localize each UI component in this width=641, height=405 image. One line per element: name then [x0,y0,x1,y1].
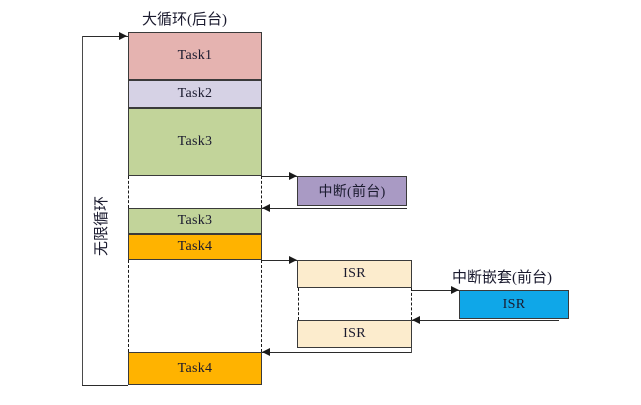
isr-return-connector [411,348,412,353]
task-column-right-dash-1 [261,176,262,208]
arrow-head-from-nested-isr [412,315,420,324]
loop-bracket-vertical-line [82,36,83,385]
arrow-line-to-interrupt [262,176,307,177]
interrupt-block: 中断(前台) [297,176,407,206]
nested-interrupt-label: 中断嵌套(前台) [452,270,552,286]
arrow-head-to-isr [289,255,297,264]
task-block-task4-second: Task4 [128,352,262,385]
arrow-head-to-nested-isr [451,285,459,294]
arrow-line-from-nested-isr [412,320,559,321]
task-column-left-dash-2 [128,260,129,352]
isr-block-first: ISR [297,260,412,288]
task-column-right-dash-2 [261,260,262,352]
task-block-task1: Task1 [128,32,262,80]
isr-column-right-dash [411,288,412,320]
arrow-head-from-interrupt [262,203,270,212]
loop-arrow-into-tasks [119,31,127,40]
arrow-line-to-isr [262,260,307,261]
task-block-task4-first: Task4 [128,234,262,260]
isr-block-second: ISR [297,320,412,348]
task-block-task3-first: Task3 [128,108,262,176]
arrow-line-to-nested-isr [412,290,459,291]
nested-isr-block: ISR [459,290,569,319]
page-title: 大循环(后台) [142,12,227,28]
task-block-task3-second: Task3 [128,208,262,234]
arrow-line-from-isr [262,352,412,353]
arrow-head-to-interrupt [289,171,297,180]
task-block-task2: Task2 [128,80,262,108]
infinite-loop-label: 无限循环 [90,193,111,258]
loop-bracket-bottom-line [82,385,128,386]
isr-column-left-dash [298,288,299,320]
arrow-head-from-isr [262,347,270,356]
arrow-line-from-interrupt [262,208,407,209]
task-column-left-dash-1 [128,176,129,208]
loop-bracket-top-line [82,36,128,37]
